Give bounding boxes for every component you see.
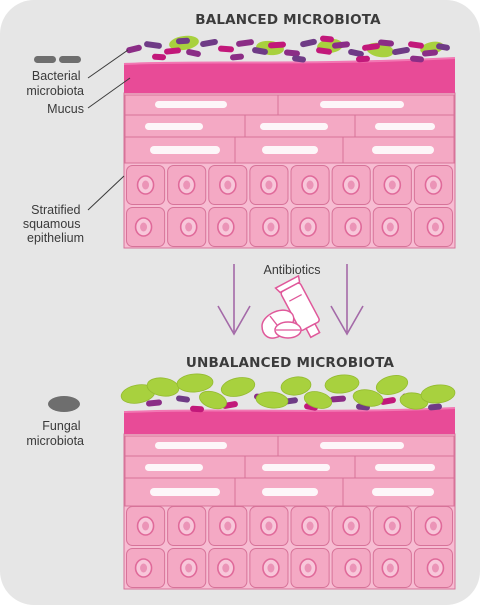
top-bacteria [126,35,450,63]
top-cuboidal-cells [126,165,453,247]
bacterium [152,53,166,61]
bottom-tissue [120,373,456,590]
bacterium [428,403,442,411]
bacterium [126,44,142,54]
bacterium [348,48,364,58]
bacterium [332,41,350,49]
label-leader-lines [87,49,131,211]
cell-nucleolus [386,563,394,573]
cell-nucleolus [306,521,314,531]
cell-nucleolus [347,180,355,190]
cell-nucleolus [306,180,314,190]
cell-nucleolus [142,180,150,190]
bacterium [300,38,317,48]
bacterium [356,55,370,63]
cell-nucleolus [224,180,232,190]
unbalanced-heading: UNBALANCED MICROBIOTA [186,355,395,371]
bacterium [422,49,438,57]
ointment-tube-icon [274,274,321,339]
bacterium [176,395,190,403]
bacterium [292,55,306,63]
epithelium-label: Stratified squamous epithelium [23,203,84,245]
cell-nucleolus [304,563,312,573]
bottom-mucus-edge [123,407,456,413]
cell-nucleolus [140,222,148,232]
bacterium [190,405,204,413]
top-flat-cells [124,94,455,164]
bacterium [236,39,254,47]
bacterium [392,46,410,56]
bacterium [176,37,190,45]
top-tissue [123,35,456,249]
top-mucus-edge [123,57,456,65]
cell-nucleolus [349,563,357,573]
bacterium [186,49,201,57]
cell-nucleolus [222,563,230,573]
mucus-label: Mucus [47,102,84,116]
cell-nucleolus [304,222,312,232]
cell-nucleolus [388,521,396,531]
balanced-heading: BALANCED MICROBIOTA [195,12,381,28]
bottom-fungi [120,373,456,410]
cell-nucleolus [267,563,275,573]
cell-nucleolus [386,222,394,232]
cell-nucleolus [265,521,273,531]
left-down-arrow [217,264,251,336]
bacterium [316,47,332,55]
cell-nucleolus [183,180,191,190]
cell-nucleolus [265,180,273,190]
cell-nucleolus [183,521,191,531]
bacterium [252,47,268,55]
bacterium [410,55,424,63]
fungi-legend-icon [48,396,80,412]
bacterium [146,399,162,407]
bacterium [320,35,334,43]
bacterium [164,47,181,55]
top-flat-nuclei [145,101,435,154]
bacterium [230,53,244,61]
top-mucus-layer [124,58,455,93]
bacterium [436,43,450,51]
cell-nucleolus [140,563,148,573]
bacterium [284,49,300,57]
fungal-label: Fungal microbiota [26,419,84,448]
bacterium [200,38,218,48]
bottom-mucus-layer [124,408,455,434]
cell-nucleolus [185,563,193,573]
cell-nucleolus [142,521,150,531]
cell-nucleolus [388,180,396,190]
bacterium [362,43,380,51]
antibiotics-label: Antibiotics [264,263,321,277]
bacterium [380,397,396,405]
cell-nucleolus [349,222,357,232]
bacterium [144,41,162,49]
cell-nucleolus [185,222,193,232]
bottom-flat-nuclei [145,442,435,496]
bacterium [408,41,424,49]
cell-nucleolus [224,521,232,531]
bacterium [330,395,346,403]
cell-nucleolus [429,180,437,190]
bacteria-legend-icon [34,56,81,63]
cell-nucleolus [431,222,439,232]
cell-nucleolus [347,521,355,531]
bacterium [268,41,286,49]
cell-nucleolus [267,222,275,232]
bacterium [218,45,234,53]
pill-icon [261,309,302,339]
bottom-cuboidal-cells [126,506,453,588]
right-down-arrow [330,264,364,336]
cell-nucleolus [429,521,437,531]
cell-nucleolus [222,222,230,232]
bacterium [378,39,394,47]
bacterial-label: Bacterial microbiota [26,69,84,98]
cell-nucleolus [431,563,439,573]
